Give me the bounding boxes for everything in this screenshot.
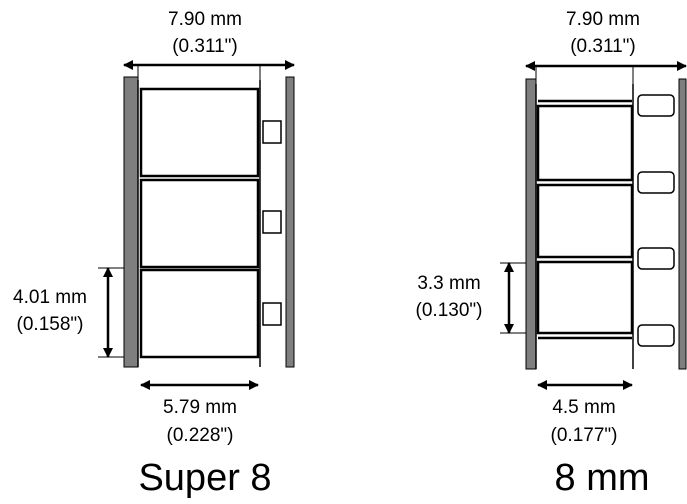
super8-frame-width-metric: 5.79 mm: [163, 397, 237, 418]
super8-frame-height-metric: 4.01 mm: [13, 287, 87, 308]
super8-frame-width-imperial: (0.228"): [167, 425, 234, 446]
regular8-film-width-dimension: 7.90 mm (0.311"): [525, 9, 687, 84]
regular8-frame-1: [536, 104, 634, 182]
regular8-frame-height-imperial: (0.130"): [416, 300, 483, 321]
super8-frame-height-dimension: 4.01 mm (0.158"): [13, 267, 124, 358]
regular8-right-edge: [678, 78, 687, 370]
regular8-frame-3: [536, 260, 634, 335]
regular8-perforation: [637, 247, 675, 270]
super8-right-edge: [285, 76, 295, 368]
regular8-perforation: [637, 94, 675, 117]
regular8-frame-width-metric: 4.5 mm: [552, 397, 615, 418]
super8-frame-3: [139, 268, 260, 359]
regular8-perforation: [637, 171, 675, 194]
regular8-left-edge: [525, 78, 537, 370]
regular8-frame-width-imperial: (0.177"): [551, 425, 618, 446]
regular8-film-width-imperial: (0.311"): [570, 36, 636, 57]
super8-perforation: [262, 302, 282, 326]
super8-perforation: [262, 210, 282, 234]
super8-frame-1: [139, 87, 260, 178]
super8-film-strip: [123, 76, 295, 368]
super8-film-width-metric: 7.90 mm: [168, 9, 242, 30]
regular8-perforation: [637, 324, 675, 347]
regular8-frame-2: [536, 183, 634, 259]
regular8-film-strip: [525, 78, 687, 370]
regular8-frame-height-metric: 3.3 mm: [417, 273, 480, 294]
super8-frame-width-dimension: 5.79 mm (0.228"): [140, 380, 259, 446]
super8-perforation: [262, 120, 282, 144]
regular8-frame-height-dimension: 3.3 mm (0.130"): [416, 262, 526, 334]
super8-film-width-imperial: (0.311"): [172, 36, 238, 57]
super8-film-width-dimension: 7.90 mm (0.311"): [123, 9, 295, 80]
super8-title: Super 8: [138, 457, 271, 499]
super8-left-edge: [123, 76, 139, 368]
regular8-frame-width-dimension: 4.5 mm (0.177"): [537, 380, 633, 446]
regular8-film-width-metric: 7.90 mm: [566, 9, 640, 30]
super8-frame-height-imperial: (0.158"): [17, 314, 84, 335]
super8-frame-2: [139, 178, 260, 269]
regular8-title: 8 mm: [555, 457, 650, 499]
